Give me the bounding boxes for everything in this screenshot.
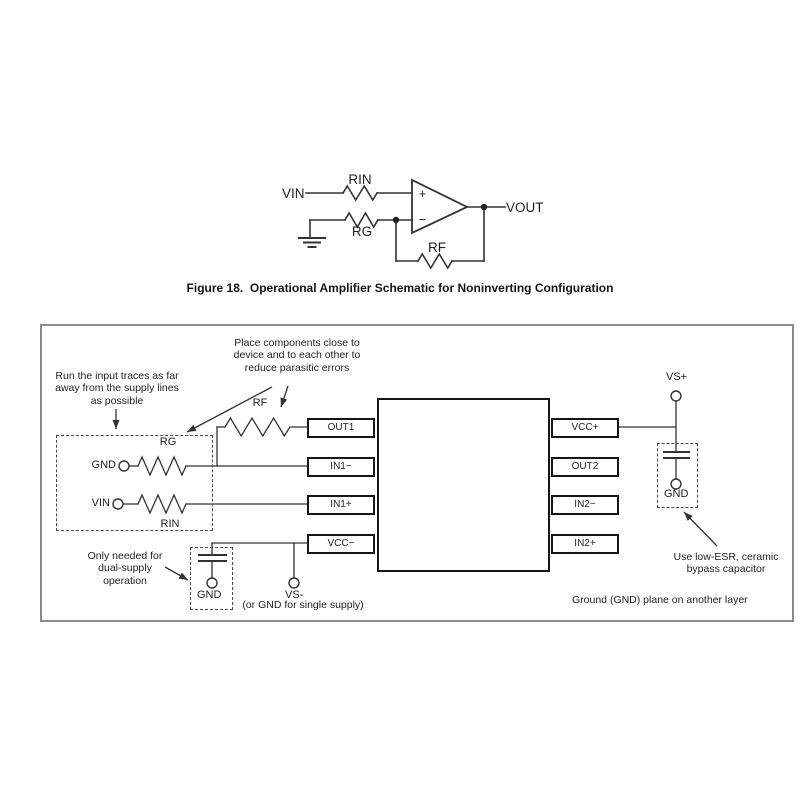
ic-body xyxy=(377,398,550,572)
rg-layout-label: RG xyxy=(159,436,177,448)
layout-diagram-frame xyxy=(40,324,794,622)
junction-dots xyxy=(392,203,488,224)
note-bypass-cap-line1: Use low-ESR, ceramic xyxy=(673,551,779,563)
vs-plus-label: VS+ xyxy=(666,371,688,383)
dual-supply-cap-dashed-box xyxy=(190,547,233,610)
terminal-circles xyxy=(112,390,682,589)
vs-minus-label: VS- xyxy=(285,589,304,601)
note-dual-supply: Only needed for dual-supply operation xyxy=(60,550,190,587)
opamp-triangle xyxy=(411,178,470,235)
note-bypass-cap-line2: bypass capacitor xyxy=(686,563,766,576)
vin-label: VIN xyxy=(282,186,305,201)
vs-minus-sub-label: (or GND for single supply) xyxy=(242,599,364,611)
rg-label: RG xyxy=(351,224,373,239)
pin-vcc-minus: VCC− xyxy=(307,534,375,554)
figure-caption: Figure 18. Operational Amplifier Schemat… xyxy=(186,281,614,295)
pin-in2-minus: IN2− xyxy=(551,495,619,515)
annotation-arrows xyxy=(112,385,718,581)
note-dual-supply-line3: operation xyxy=(103,574,147,587)
note-dual-supply-line1: Only needed for xyxy=(87,550,163,562)
gnd-cap-left-label: GND xyxy=(197,589,222,601)
note-place-components-line2: device and to each other to xyxy=(233,349,361,362)
gnd-input-label: GND xyxy=(91,459,116,471)
note-input-traces-line3: as possible xyxy=(90,394,144,407)
gnd-cap-right-label: GND xyxy=(664,488,689,500)
pin-out1: OUT1 xyxy=(307,418,375,438)
note-place-components-line3: reduce parasitic errors xyxy=(244,361,350,374)
note-dual-supply-line2: dual-supply xyxy=(98,562,152,575)
pin-in1-plus: IN1+ xyxy=(307,495,375,515)
bypass-cap-dashed-box xyxy=(657,443,698,508)
note-input-traces-line1: Run the input traces as far xyxy=(55,370,179,382)
vin-input-label: VIN xyxy=(91,497,110,509)
input-traces-dashed-box xyxy=(56,435,213,531)
pin-in1-minus: IN1− xyxy=(307,457,375,477)
layout-diagram-wires xyxy=(122,400,690,579)
rf-layout-label: RF xyxy=(252,397,268,409)
plus-input-sign: + xyxy=(418,186,427,201)
rf-label: RF xyxy=(428,240,446,255)
pin-in2-plus: IN2+ xyxy=(551,534,619,554)
pin-vcc-plus: VCC+ xyxy=(551,418,619,438)
opamp-schematic-wires xyxy=(298,184,506,270)
note-place-components-line1: Place components close to xyxy=(234,337,360,349)
note-ground-plane: Ground (GND) plane on another layer xyxy=(572,594,748,606)
pin-out2: OUT2 xyxy=(551,457,619,477)
note-place-components: Place components close to device and to … xyxy=(222,337,372,374)
note-input-traces: Run the input traces as far away from th… xyxy=(42,370,192,407)
minus-input-sign: − xyxy=(418,212,427,227)
vout-label: VOUT xyxy=(506,200,544,215)
note-input-traces-line2: away from the supply lines xyxy=(55,382,179,395)
note-bypass-cap: Use low-ESR, ceramic bypass capacitor xyxy=(651,551,800,576)
rin-layout-label: RIN xyxy=(160,518,180,530)
rin-label: RIN xyxy=(348,172,372,187)
